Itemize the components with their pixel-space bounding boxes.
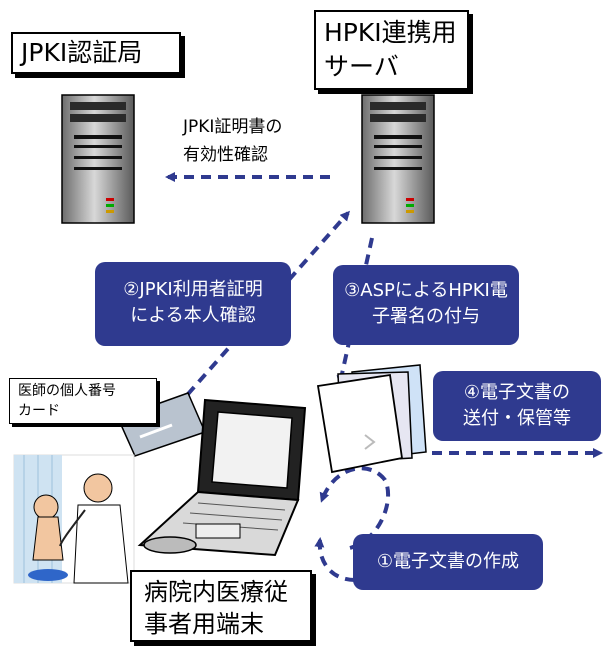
step4-line1: ④電子文書の bbox=[463, 382, 571, 403]
step3-line2: 子署名の付与 bbox=[372, 306, 480, 327]
step1-bubble: ①電子文書の作成 bbox=[353, 534, 543, 590]
arrow-create-doc bbox=[319, 466, 391, 550]
caption-line1: JPKI証明書の bbox=[183, 117, 283, 137]
card-label-line2: カード bbox=[18, 403, 60, 419]
laptop-icon bbox=[137, 398, 307, 557]
doctor-card-label: 医師の個人番号 カード bbox=[9, 378, 157, 424]
arrow-create-doc-2 bbox=[314, 537, 356, 582]
caption-line2: 有効性確認 bbox=[183, 145, 268, 165]
step4-line2: 送付・保管等 bbox=[463, 408, 571, 429]
card-label-line1: 医師の個人番号 bbox=[18, 383, 116, 399]
terminal-label-line2: 事者用端末 bbox=[144, 610, 264, 638]
jpki-ca-label: JPKI認証局 bbox=[11, 32, 181, 74]
cert-validity-caption: JPKI証明書の 有効性確認 bbox=[183, 113, 282, 169]
hpki-server-label: HPKI連携用 サーバ bbox=[314, 10, 469, 90]
step3-bubble: ③ASPによるHPKI電 子署名の付与 bbox=[333, 265, 519, 345]
step2-line2: による本人確認 bbox=[130, 305, 256, 326]
hpki-server-label-line1: HPKI連携用 bbox=[324, 18, 457, 47]
terminal-label: 病院内医療従 事者用端末 bbox=[130, 570, 312, 642]
jpki-server-icon bbox=[61, 94, 135, 224]
terminal-label-line1: 病院内医療従 bbox=[144, 578, 288, 606]
step2-line1: ②JPKI利用者証明 bbox=[123, 279, 263, 300]
hpki-server-label-line2: サーバ bbox=[324, 52, 399, 81]
step3-line1: ③ASPによるHPKI電 bbox=[344, 280, 508, 301]
doctor-patient-illustration bbox=[13, 454, 135, 584]
step4-bubble: ④電子文書の 送付・保管等 bbox=[433, 371, 601, 441]
step2-bubble: ②JPKI利用者証明 による本人確認 bbox=[95, 262, 291, 346]
hpki-server-icon bbox=[361, 94, 435, 224]
document-stack-icon bbox=[316, 364, 427, 474]
